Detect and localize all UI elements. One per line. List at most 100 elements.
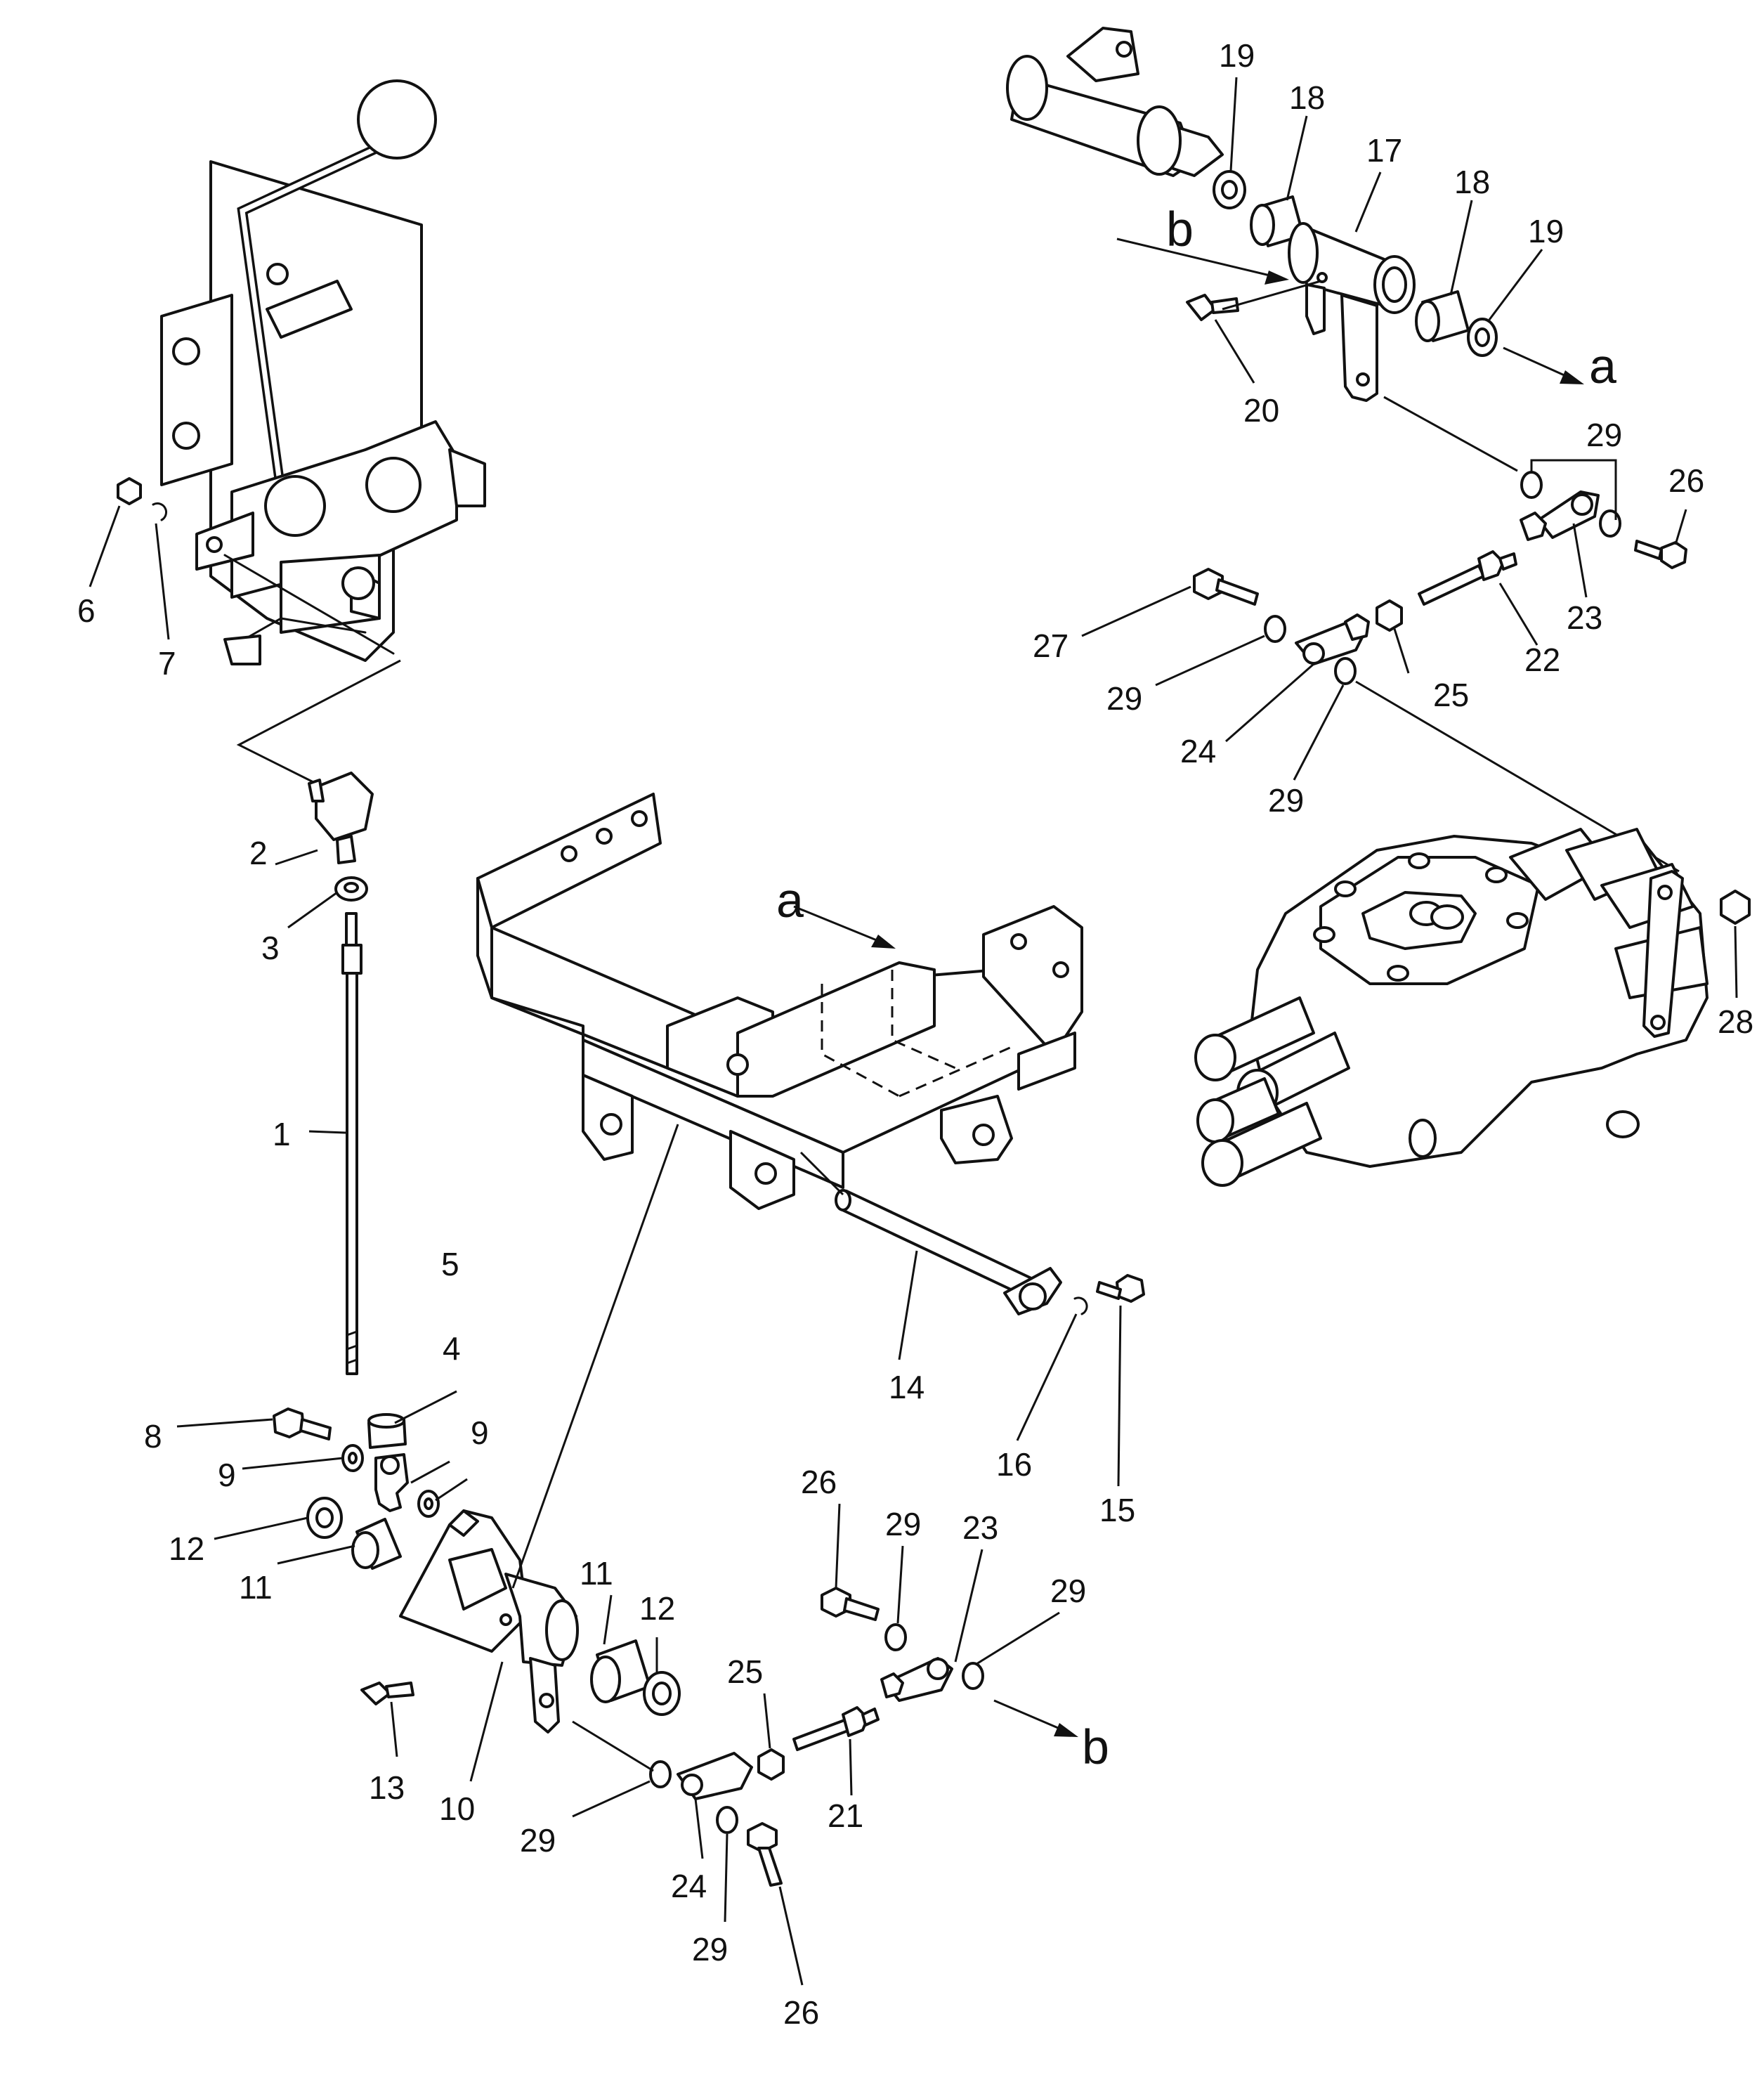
bushing-11-right <box>590 1639 651 1703</box>
seal-19-upper <box>1213 170 1246 209</box>
mounting-bracket <box>476 793 1083 1210</box>
label-19-upper: 19 <box>1219 37 1255 74</box>
rod-end-24-lower <box>677 1752 753 1800</box>
label-29-lower-left: 29 <box>520 1822 556 1859</box>
label-15: 15 <box>1099 1492 1135 1528</box>
reference-arrows <box>793 238 1584 1737</box>
label-17: 17 <box>1366 132 1402 169</box>
label-26-lower: 26 <box>783 1994 819 2031</box>
control-valve <box>1194 828 1709 1187</box>
marker-a-mid: a <box>776 873 804 928</box>
label-14: 14 <box>889 1369 925 1405</box>
label-19-lower: 19 <box>1528 213 1564 249</box>
bolt-26-upper <box>1634 540 1687 569</box>
bushing-18-upper <box>1250 195 1305 247</box>
pivot-tube-upper <box>1006 27 1224 177</box>
pivot-shaft-17 <box>1288 222 1416 402</box>
label-27: 27 <box>1033 627 1069 664</box>
label-25-lower: 25 <box>727 1653 763 1690</box>
bellcrank-10 <box>399 1509 579 1734</box>
bolt-8 <box>273 1407 332 1441</box>
washer-29-lower-left <box>649 1760 672 1788</box>
label-18-lower: 18 <box>1454 164 1490 200</box>
label-29-lower-right: 29 <box>1050 1573 1086 1609</box>
nut-28 <box>1720 890 1751 925</box>
label-11-right: 11 <box>580 1555 613 1592</box>
washer-29-upper-a <box>1520 471 1543 499</box>
seal-12-right <box>643 1671 681 1716</box>
ball-joint-2 <box>308 772 374 864</box>
bolt-26-mid <box>821 1587 880 1621</box>
label-9-right: 9 <box>471 1415 489 1451</box>
marker-b-top: b <box>1166 202 1194 256</box>
nut-5 <box>367 1413 407 1449</box>
label-7: 7 <box>158 645 176 682</box>
label-18-upper: 18 <box>1289 79 1325 116</box>
washer-29-upper-c <box>1264 615 1286 643</box>
rod-22 <box>1418 550 1517 606</box>
marker-b-bottom: b <box>1082 1719 1109 1774</box>
label-13: 13 <box>369 1769 405 1806</box>
bushing-18-lower <box>1415 290 1470 342</box>
pin-14 <box>835 1189 1062 1315</box>
marker-a-top: a <box>1589 339 1616 394</box>
label-24-lower: 24 <box>671 1868 707 1904</box>
label-leaders <box>89 77 1738 1986</box>
seal-12-left <box>306 1497 343 1539</box>
rod-end-23-upper <box>1520 490 1600 541</box>
label-12-left: 12 <box>169 1530 204 1567</box>
washer-29-lower-mid <box>716 1806 738 1834</box>
label-5: 5 <box>441 1246 459 1282</box>
bolt-15 <box>1096 1274 1145 1303</box>
lock-washer-16 <box>1073 1296 1088 1315</box>
label-29-lower-mid: 29 <box>692 1931 728 1968</box>
label-3: 3 <box>261 930 280 966</box>
label-28: 28 <box>1718 1003 1753 1040</box>
label-8: 8 <box>144 1418 162 1455</box>
label-12-right: 12 <box>639 1590 675 1627</box>
rod-end-4 <box>374 1453 409 1512</box>
lock-washer-7 <box>152 502 168 521</box>
washer-29-upper-b <box>1599 509 1621 538</box>
control-rod-1 <box>341 912 362 1375</box>
grease-fitting-20 <box>1186 294 1239 321</box>
label-9-left: 9 <box>218 1457 236 1493</box>
washer-29-mid <box>884 1623 907 1651</box>
label-2: 2 <box>249 835 268 871</box>
label-29-upper-left: 29 <box>1106 680 1142 717</box>
label-21: 21 <box>828 1797 863 1834</box>
nut-6 <box>117 477 142 505</box>
washer-29-lower-right <box>962 1662 984 1690</box>
rod-end-24-upper <box>1295 613 1370 665</box>
seal-19-lower <box>1467 318 1498 357</box>
label-29-mid: 29 <box>885 1506 921 1542</box>
nut-25-lower <box>757 1748 785 1781</box>
nut-25-upper <box>1376 599 1403 632</box>
rod-end-23-lower <box>880 1657 953 1702</box>
label-4: 4 <box>443 1330 461 1367</box>
label-16: 16 <box>996 1446 1032 1483</box>
nut-3 <box>334 876 368 902</box>
bushing-11-left <box>351 1518 402 1570</box>
label-1: 1 <box>273 1116 291 1152</box>
label-10: 10 <box>439 1790 475 1827</box>
label-29-upper-bottom: 29 <box>1268 782 1304 819</box>
rod-21 <box>792 1706 880 1751</box>
direction-markers: a b a b <box>776 202 1616 1774</box>
label-22: 22 <box>1524 642 1560 678</box>
label-26-mid: 26 <box>801 1464 837 1500</box>
label-20: 20 <box>1243 392 1279 429</box>
label-6: 6 <box>77 592 96 629</box>
label-24-upper: 24 <box>1180 733 1216 769</box>
label-29-upper-top: 29 <box>1586 417 1622 453</box>
label-25-upper: 25 <box>1433 677 1469 713</box>
grease-fitting-13 <box>360 1682 414 1705</box>
bolt-27 <box>1193 568 1259 606</box>
bolt-26-lower <box>747 1822 783 1887</box>
label-23-lower: 23 <box>962 1509 998 1546</box>
label-11-left: 11 <box>239 1569 273 1606</box>
part-labels: 6 7 2 3 1 5 4 8 9 9 12 11 11 12 13 10 29… <box>77 37 1753 2031</box>
label-26-upper: 26 <box>1668 462 1704 499</box>
label-23-upper: 23 <box>1567 599 1602 636</box>
